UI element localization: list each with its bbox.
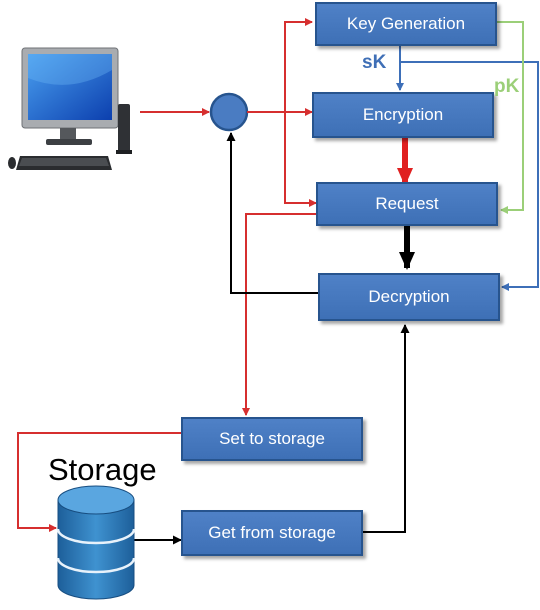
request-box: Request <box>316 182 498 226</box>
key-generation-box: Key Generation <box>315 2 497 46</box>
encryption-label: Encryption <box>362 105 444 124</box>
arrow-get-storage-to-decryption <box>362 324 410 533</box>
junction-circle <box>209 92 249 132</box>
desktop-computer-icon <box>8 47 132 170</box>
encryption-box: Encryption <box>312 92 494 138</box>
database-icon <box>56 485 136 600</box>
arrow-request-to-set-storage <box>242 213 316 416</box>
public-key-label: pK <box>494 76 520 97</box>
arrow-set-storage-to-database <box>17 432 181 532</box>
arrow-decryption-to-junction <box>226 132 318 294</box>
get-from-storage-box: Get from storage <box>181 510 363 556</box>
set-to-storage-label: Set to storage <box>219 429 325 448</box>
request-label: Request <box>375 194 439 213</box>
key-generation-label: Key Generation <box>346 14 466 33</box>
secret-key-label: sK <box>362 52 387 73</box>
arrow-sk-to-decryption <box>400 61 539 291</box>
decryption-box: Decryption <box>318 273 500 321</box>
decryption-label: Decryption <box>368 287 450 306</box>
arrow-pk-to-request <box>497 21 524 214</box>
arrow-to-request <box>284 112 317 207</box>
arrow-to-key-generation <box>284 18 313 112</box>
storage-title: Storage <box>48 452 157 487</box>
get-from-storage-label: Get from storage <box>208 523 336 542</box>
set-to-storage-box: Set to storage <box>181 417 363 461</box>
